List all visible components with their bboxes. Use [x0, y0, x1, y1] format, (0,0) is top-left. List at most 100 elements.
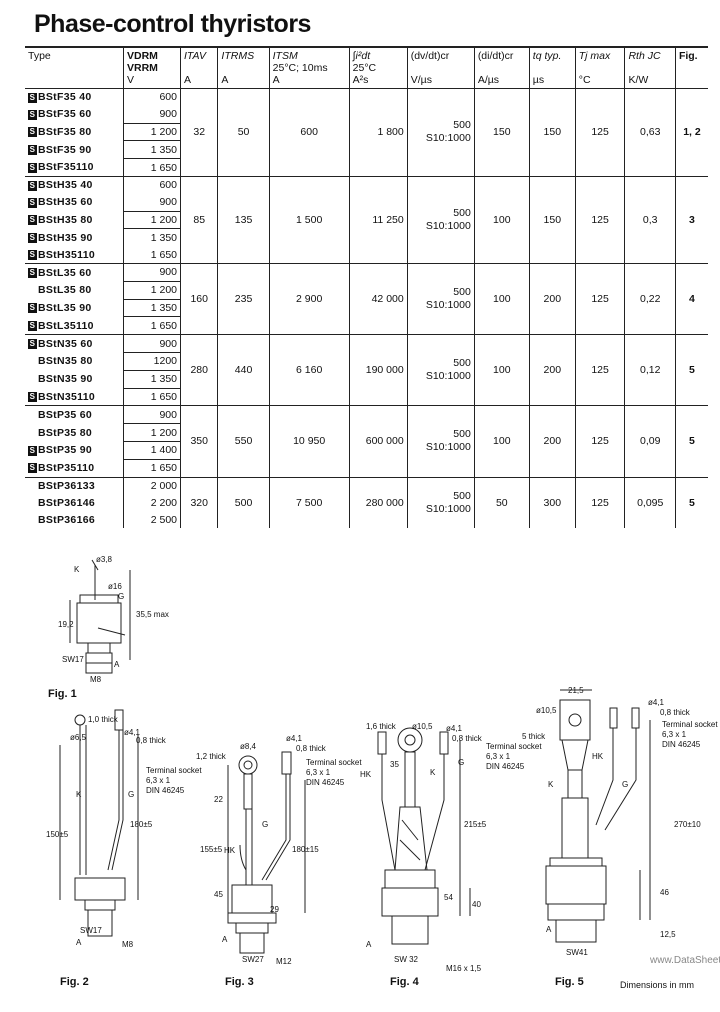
f4-dim-9: 215±5	[464, 820, 487, 829]
f5-sw: SW41	[566, 948, 588, 957]
type-cell: BStP36166	[25, 511, 124, 528]
voltage-cell: 2 500	[123, 511, 181, 528]
f3-note-7: DIN 46245	[306, 778, 345, 787]
table-row: BStP36166 2 500	[25, 511, 708, 528]
siemens-s-mark: S	[28, 391, 37, 402]
type-label: BStP36166	[38, 513, 95, 526]
voltage-cell: 1 350	[123, 140, 181, 160]
f1-dim-c: 19,2	[58, 620, 74, 629]
voltage-cell: 1200	[123, 351, 181, 371]
type-label: BStF35 90	[38, 143, 92, 156]
dvdt-s10-value: S10:1000	[425, 132, 471, 145]
fig2-drawing	[59, 709, 139, 937]
type-label: BStP36146	[38, 496, 95, 509]
f2-note-2: 0,8 thick	[136, 736, 166, 745]
itsm-cell: 2 900	[268, 262, 350, 335]
i2dt-cell: 190 000	[348, 334, 408, 406]
siemens-s-mark: S	[28, 109, 37, 120]
itav-cell: 280	[179, 334, 218, 406]
tq-cell: 150	[528, 88, 576, 177]
tj-cell: 125	[574, 262, 625, 335]
itsm-cell: 6 160	[268, 334, 350, 406]
voltage-cell: 1 200	[123, 423, 181, 442]
siemens-s-mark: S	[28, 215, 37, 226]
dvdt-s10-value: S10:1000	[425, 370, 471, 383]
f3-note-2: ø8,4	[240, 742, 257, 751]
type-label: BStL35 60	[38, 266, 92, 279]
f2-note-6: 6,3 x 1	[146, 776, 171, 785]
dvdt-s10-value: S10:1000	[425, 299, 471, 312]
f5-hk: HK	[592, 752, 604, 761]
fig-cell: 3	[674, 175, 708, 264]
didt-cell: 50	[473, 476, 530, 528]
f2-a: A	[76, 938, 82, 947]
voltage-cell: 900	[123, 405, 181, 424]
f4-note-2: ø10,5	[412, 722, 433, 731]
type-cell: BStP36146	[25, 494, 124, 511]
f3-dim-8: 22	[214, 795, 223, 804]
type-cell: BStP35 80	[25, 424, 124, 442]
voltage-cell: 900	[123, 262, 181, 282]
siemens-s-mark: S	[28, 267, 37, 278]
f4-note-6: 6,3 x 1	[486, 752, 511, 761]
fig1-label: Fig. 1	[48, 688, 77, 700]
tq-cell: 200	[528, 405, 576, 478]
siemens-s-mark: S	[28, 232, 37, 243]
voltage-cell: 2 000	[123, 476, 181, 495]
voltage-cell: 1 650	[123, 158, 181, 177]
voltage-cell: 1 400	[123, 440, 181, 460]
i2dt-cell: 42 000	[348, 262, 408, 335]
header-tj: Tj max°C	[574, 47, 625, 89]
header-type: Type	[25, 47, 124, 89]
fig5-label: Fig. 5	[555, 976, 584, 988]
f5-dim-2: ø10,5	[536, 706, 557, 715]
voltage-cell: 1 650	[123, 246, 181, 264]
voltage-cell: 1 350	[123, 228, 181, 247]
voltage-cell: 1 200	[123, 280, 181, 300]
f3-hk: HK	[224, 846, 236, 855]
siemens-s-mark: S	[28, 463, 37, 474]
voltage-cell: 900	[123, 105, 181, 124]
tq-cell: 300	[528, 476, 576, 528]
type-label: BStF35110	[38, 161, 94, 174]
f5-dim-3: ø4,1	[648, 698, 665, 707]
itsm-cell: 1 500	[268, 175, 350, 264]
siemens-s-mark: S	[28, 180, 37, 191]
type-cell: BStP36133	[25, 476, 124, 495]
voltage-cell: 1 350	[123, 298, 181, 318]
voltage-cell: 2 200	[123, 494, 181, 512]
f5-dim-1: 21,5	[568, 686, 584, 695]
itrms-cell: 440	[217, 334, 270, 406]
f3-dim-9: 155±5	[200, 845, 223, 854]
siemens-s-mark: S	[28, 303, 37, 314]
siemens-s-mark: S	[28, 339, 37, 350]
tj-cell: 125	[574, 175, 625, 264]
dvdt-value: 500	[453, 489, 471, 502]
type-cell: BStL35 80	[25, 281, 124, 299]
siemens-s-mark: S	[28, 162, 37, 173]
fig-cell: 5	[674, 405, 708, 478]
itrms-cell: 50	[217, 88, 270, 177]
fig4-label: Fig. 4	[390, 976, 419, 988]
f1-dim-b: ø16	[108, 582, 122, 591]
f1-sw: SW17	[62, 655, 84, 664]
